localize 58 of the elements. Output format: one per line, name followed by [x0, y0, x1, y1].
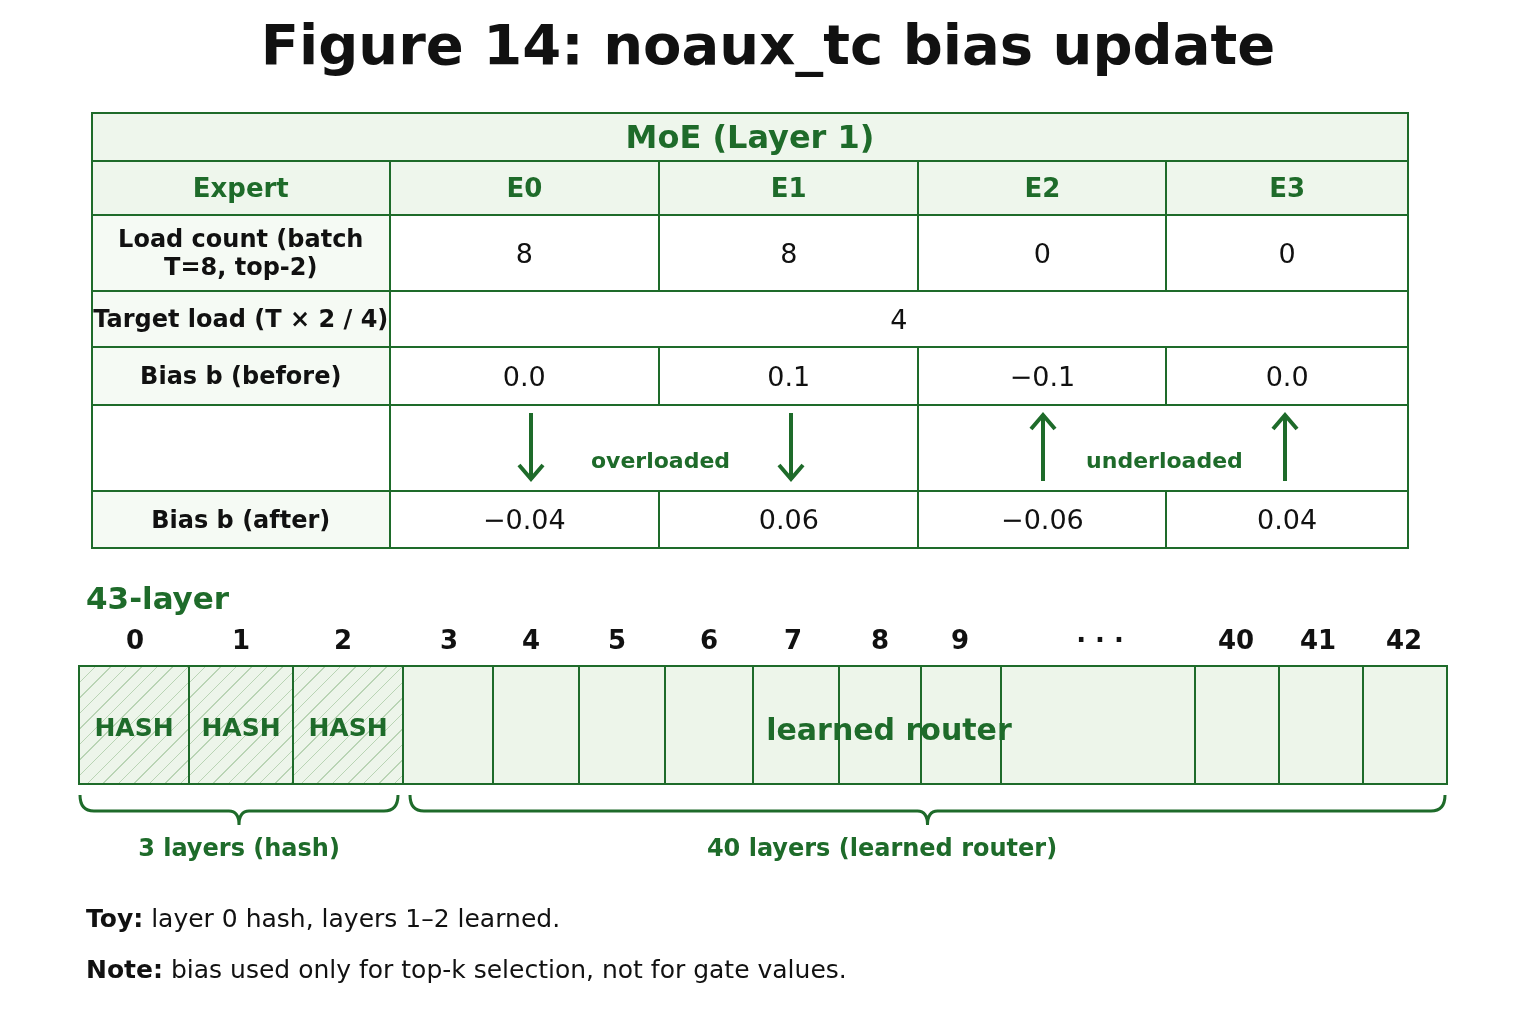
- bracket-label: 3 layers (hash): [138, 834, 340, 862]
- table-cell: 0: [1166, 215, 1408, 291]
- table-title: MoE (Layer 1): [92, 113, 1408, 161]
- layer-label: HASH: [308, 713, 388, 742]
- layer-number: 8: [870, 625, 890, 655]
- layer-box: [1278, 665, 1364, 785]
- table-cell: 0: [918, 215, 1167, 291]
- column-header: E0: [389, 161, 660, 215]
- layer-box: [402, 665, 494, 785]
- layer-box: [1362, 665, 1448, 785]
- table-cell: −0.04: [389, 491, 660, 548]
- figure-title: Figure 14: noaux_tc bias update: [259, 12, 1277, 77]
- layer-number: 1: [231, 625, 251, 655]
- status-label: overloaded: [590, 448, 731, 473]
- layer-label: HASH: [94, 713, 174, 742]
- layer-number: 3: [439, 625, 459, 655]
- layer-box: [578, 665, 666, 785]
- layer-number: 2: [333, 625, 353, 655]
- row-header: Bias b (before): [92, 347, 390, 405]
- status-label: underloaded: [1086, 448, 1243, 473]
- table-cell: 0.0: [1166, 347, 1408, 405]
- layer-box: [1194, 665, 1280, 785]
- hatched-layer-box: [188, 665, 294, 785]
- layer-box: [664, 665, 754, 785]
- table-cell: 0.04: [1166, 491, 1408, 548]
- note-text: Toy: layer 0 hash, layers 1–2 learned.: [86, 904, 561, 933]
- row-header: Expert: [92, 161, 390, 215]
- layer-number: 4: [521, 625, 541, 655]
- layer-number: 9: [950, 625, 970, 655]
- column-header: E2: [918, 161, 1167, 215]
- layer-number: 40: [1217, 625, 1255, 655]
- layer-box: [492, 665, 580, 785]
- bracket-label: 40 layers (learned router): [706, 834, 1058, 862]
- hatched-layer-box: [78, 665, 190, 785]
- table-cell: 8: [659, 215, 919, 291]
- layer-number: 42: [1385, 625, 1423, 655]
- table-cell: 8: [389, 215, 660, 291]
- note-text: Note: bias used only for top-k selection, not for gate values.: [86, 955, 847, 984]
- table-cell: 0.06: [659, 491, 919, 548]
- table-cell: 0.1: [659, 347, 919, 405]
- layer-number: · · ·: [1076, 625, 1124, 655]
- hatched-layer-box: [292, 665, 404, 785]
- row-header: Bias b (after): [92, 491, 390, 548]
- section-heading: 43-layer: [86, 580, 230, 616]
- layer-number: 41: [1299, 625, 1337, 655]
- layer-number: 6: [699, 625, 719, 655]
- table-cell: −0.06: [918, 491, 1167, 548]
- column-header: E3: [1166, 161, 1408, 215]
- layer-label: HASH: [201, 713, 281, 742]
- column-header: E1: [659, 161, 919, 215]
- table-cell: 0.0: [389, 347, 660, 405]
- layer-number: 5: [607, 625, 627, 655]
- row-header: Load count (batch T=8, top-2): [92, 215, 390, 291]
- layer-number: 7: [783, 625, 803, 655]
- layer-number: 0: [125, 625, 145, 655]
- table-cell: 4: [389, 291, 1408, 347]
- table-cell: −0.1: [918, 347, 1167, 405]
- row-header: Target load (T × 2 / 4): [92, 291, 390, 347]
